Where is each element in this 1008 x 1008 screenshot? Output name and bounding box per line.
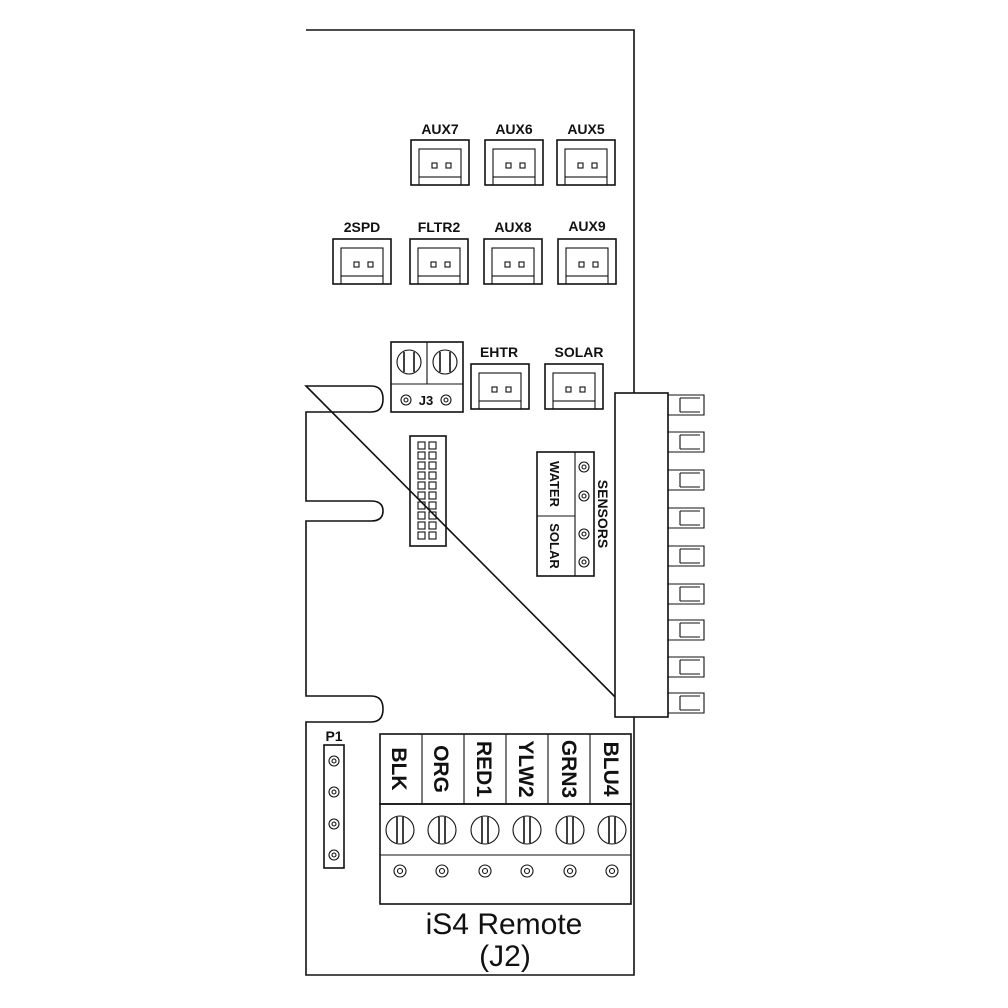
edge-slot-inner <box>679 434 700 450</box>
connector-aux9 <box>557 238 617 285</box>
pin <box>428 481 437 490</box>
wire-label-ylw2: YLW2 <box>514 740 537 797</box>
edge-slot <box>668 619 705 641</box>
edge-slot-inner <box>679 695 700 711</box>
pin <box>428 531 437 540</box>
pin <box>428 491 437 500</box>
label-solar-header: SOLAR <box>555 344 604 360</box>
label-2spd: 2SPD <box>344 219 381 235</box>
label-aux8: AUX8 <box>494 219 532 235</box>
terminal-screw <box>597 815 627 878</box>
edge-slot <box>668 656 705 678</box>
pin <box>417 491 426 500</box>
pin <box>428 451 437 460</box>
label-p1: P1 <box>325 728 342 744</box>
edge-slot-inner <box>679 397 700 413</box>
terminal-screw <box>470 815 500 878</box>
connector-ehtr <box>470 363 530 410</box>
label-water: WATER <box>547 461 562 508</box>
edge-slot-inner <box>679 659 700 675</box>
connector-aux7 <box>410 139 470 186</box>
edge-slot-inner <box>679 586 700 602</box>
pin <box>417 441 426 450</box>
pin <box>428 501 437 510</box>
pin <box>417 471 426 480</box>
edge-slot-inner <box>679 548 700 564</box>
pin <box>417 451 426 460</box>
connector-solar <box>544 363 604 410</box>
terminal-j2: BLK ORG RED1 YLW2 GRN3 BLU4 <box>379 733 632 905</box>
edge-slot-inner <box>679 622 700 638</box>
wire-label-grn3: GRN3 <box>557 740 580 798</box>
connector-2spd <box>332 238 392 285</box>
edge-slot <box>668 394 705 416</box>
terminal-screw <box>512 815 542 878</box>
pin <box>428 521 437 530</box>
board-outline <box>304 29 635 976</box>
connector-aux5 <box>556 139 616 186</box>
wire-label-blk: BLK <box>387 747 410 790</box>
label-aux7: AUX7 <box>421 121 459 137</box>
wire-label-org: ORG <box>429 745 452 793</box>
pin-header <box>409 435 447 547</box>
pin <box>428 471 437 480</box>
connector-fltr2 <box>409 238 469 285</box>
label-aux5: AUX5 <box>567 121 605 137</box>
edge-slot <box>668 469 705 491</box>
pin <box>417 521 426 530</box>
pin <box>428 441 437 450</box>
label-fltr2: FLTR2 <box>418 219 461 235</box>
edge-slot <box>668 431 705 453</box>
label-aux6: AUX6 <box>495 121 533 137</box>
label-solar-sensor: SOLAR <box>547 523 562 569</box>
edge-slot-inner <box>679 510 700 526</box>
pin <box>417 501 426 510</box>
label-j3: J3 <box>419 393 433 408</box>
edge-slot <box>668 583 705 605</box>
label-aux9: AUX9 <box>568 218 606 234</box>
terminal-screw <box>385 815 415 878</box>
pin <box>428 461 437 470</box>
label-sensors: SENSORS <box>595 480 611 548</box>
pin <box>417 531 426 540</box>
edge-slot <box>668 545 705 567</box>
wire-label-red1: RED1 <box>472 741 495 797</box>
terminal-j3 <box>390 341 464 413</box>
connector-aux8 <box>483 238 543 285</box>
wire-label-blu4: BLU4 <box>599 742 622 797</box>
caption-j2: (J2) <box>479 940 531 973</box>
sensors-terminal <box>536 451 595 577</box>
pin <box>417 511 426 520</box>
connector-aux6 <box>484 139 544 186</box>
terminal-screw <box>427 815 457 878</box>
pin <box>417 461 426 470</box>
edge-slot <box>668 692 705 714</box>
header-p1 <box>323 744 345 869</box>
terminal-screw <box>555 815 585 878</box>
caption-is4-remote: iS4 Remote <box>426 908 583 941</box>
edge-slot <box>668 507 705 529</box>
edge-slot-inner <box>679 472 700 488</box>
pin <box>428 511 437 520</box>
pin <box>417 481 426 490</box>
label-ehtr: EHTR <box>480 344 518 360</box>
edge-connector <box>614 392 705 718</box>
